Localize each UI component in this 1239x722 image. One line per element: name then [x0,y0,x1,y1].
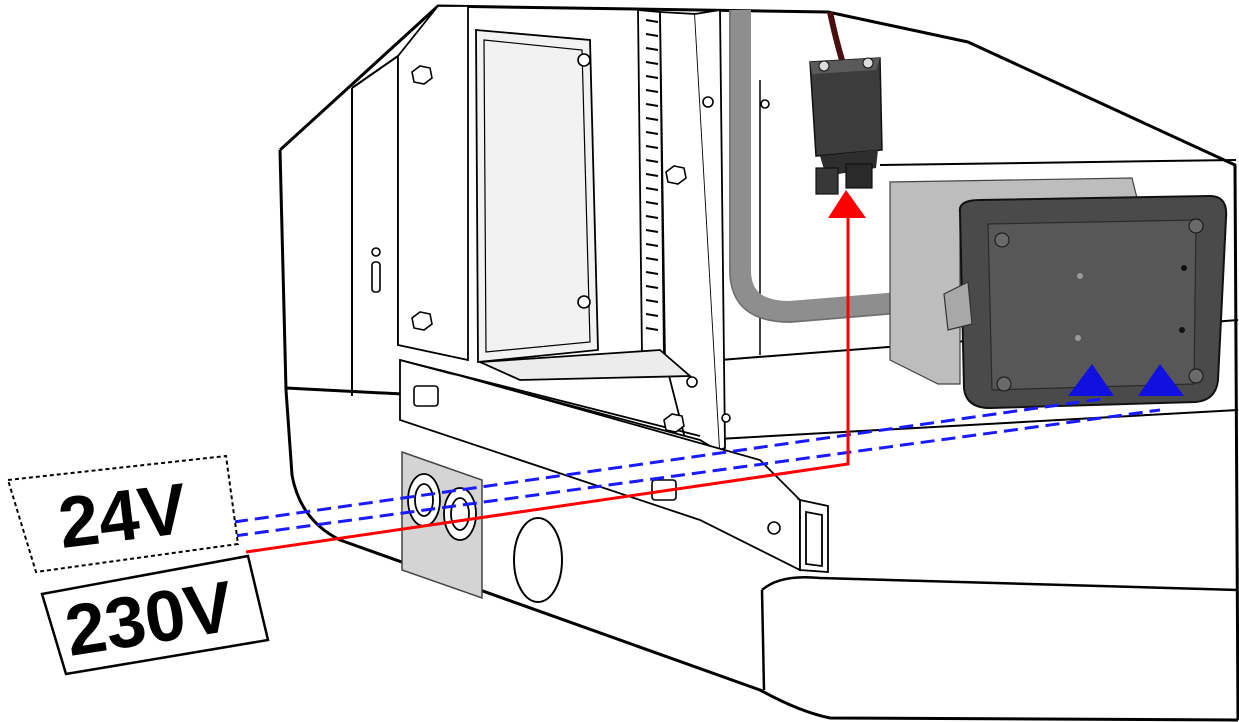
rail-slots [645,19,659,331]
hex-bolts [371,53,781,535]
plug-lead [827,11,845,61]
cable-conduit [729,10,961,324]
plug-connector-icon [809,57,883,195]
mains-cable [245,210,850,554]
label-24v-text: 24V [54,469,191,564]
junction-box-icon [889,177,1228,410]
mains-arrow-icon [828,190,866,218]
cable-entry-plate [401,450,563,603]
label-24v: 24V [6,454,240,574]
low-voltage-arrow-icon [1068,364,1114,396]
cable-conduit-edge [729,10,961,323]
label-230v-text: 230V [60,566,239,671]
cable-clips [371,261,677,501]
blank-knockout [513,517,563,603]
housing [278,4,1239,722]
low-voltage-cables [233,396,1161,538]
low-voltage-arrow-icon [1138,364,1184,396]
label-230v: 230V [40,554,270,676]
